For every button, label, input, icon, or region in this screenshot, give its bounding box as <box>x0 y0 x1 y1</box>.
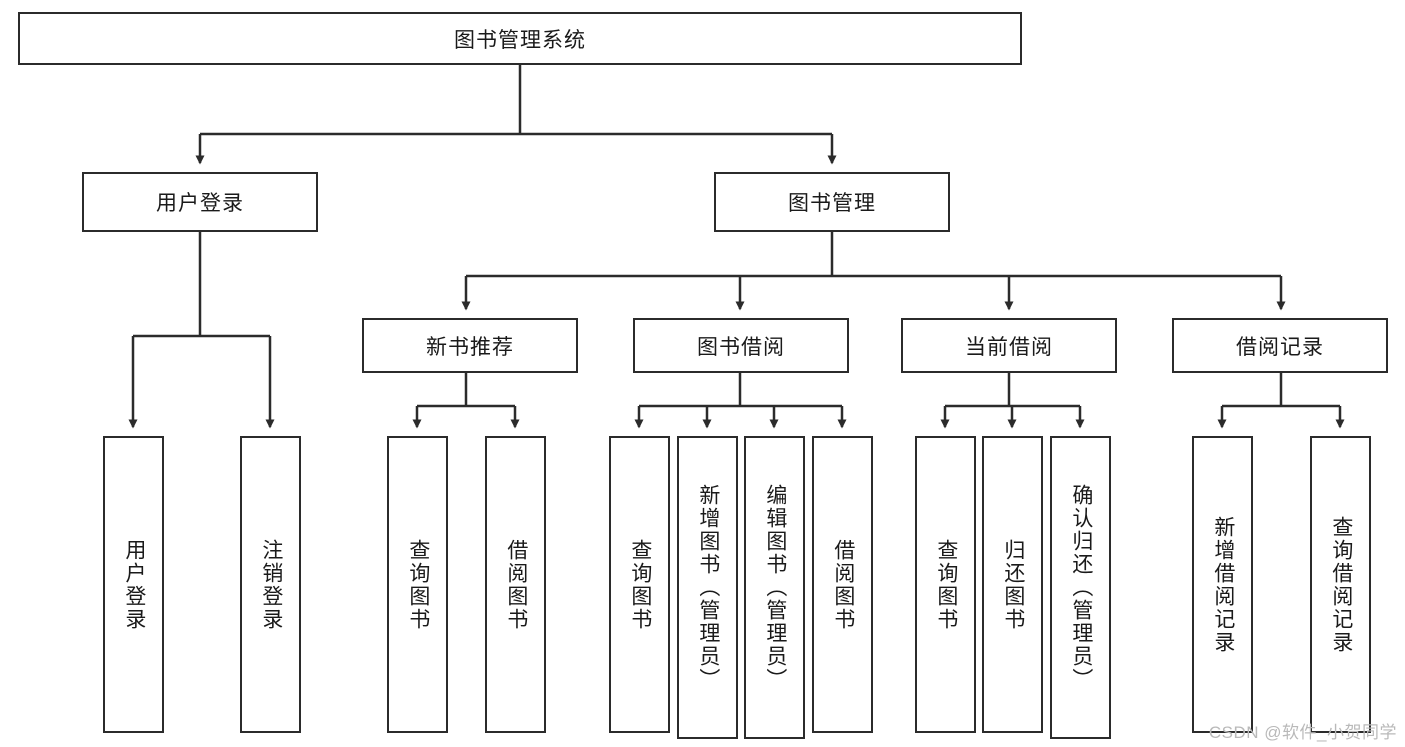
node-borrow-record[interactable]: 借阅记录 <box>1172 318 1388 373</box>
node-label: 用户登录 <box>156 192 244 215</box>
node-label: 新书推荐 <box>426 335 514 359</box>
leaf-user-login-signout[interactable]: 注销登录 <box>240 436 301 733</box>
node-user-login[interactable]: 用户登录 <box>82 172 318 232</box>
node-root-system[interactable]: 图书管理系统 <box>18 12 1022 65</box>
node-label: 确认归还（管理员） <box>1069 484 1093 691</box>
node-label: 归还图书 <box>1001 538 1025 631</box>
node-book-borrow[interactable]: 图书借阅 <box>633 318 849 373</box>
node-label: 图书管理 <box>788 192 876 215</box>
node-label: 新增借阅记录 <box>1211 515 1235 654</box>
leaf-recommend-borrow-book[interactable]: 借阅图书 <box>485 436 546 733</box>
node-label: 注销登录 <box>259 538 283 631</box>
leaf-record-add-record[interactable]: 新增借阅记录 <box>1192 436 1253 733</box>
node-label: 图书借阅 <box>697 335 785 359</box>
node-label: 借阅图书 <box>504 538 528 631</box>
leaf-borrow-borrow-book[interactable]: 借阅图书 <box>812 436 873 733</box>
node-new-book-recommend[interactable]: 新书推荐 <box>362 318 578 373</box>
leaf-borrow-edit-book-admin[interactable]: 编辑图书（管理员） <box>744 436 805 739</box>
node-label: 查询图书 <box>406 538 430 631</box>
leaf-current-return-book[interactable]: 归还图书 <box>982 436 1043 733</box>
leaf-current-confirm-return-admin[interactable]: 确认归还（管理员） <box>1050 436 1111 739</box>
node-label: 新增图书（管理员） <box>696 484 720 691</box>
leaf-borrow-add-book-admin[interactable]: 新增图书（管理员） <box>677 436 738 739</box>
node-label: 查询图书 <box>628 538 652 631</box>
leaf-record-query-record[interactable]: 查询借阅记录 <box>1310 436 1371 733</box>
leaf-current-query-book[interactable]: 查询图书 <box>915 436 976 733</box>
node-label: 编辑图书（管理员） <box>763 484 787 691</box>
node-label: 用户登录 <box>122 538 146 631</box>
node-book-management[interactable]: 图书管理 <box>714 172 950 232</box>
node-label: 借阅图书 <box>831 538 855 631</box>
node-label: 当前借阅 <box>965 335 1053 359</box>
leaf-recommend-query-book[interactable]: 查询图书 <box>387 436 448 733</box>
node-label: 查询借阅记录 <box>1329 515 1353 654</box>
leaf-user-login-signin[interactable]: 用户登录 <box>103 436 164 733</box>
leaf-borrow-query-book[interactable]: 查询图书 <box>609 436 670 733</box>
node-label: 图书管理系统 <box>454 28 586 52</box>
node-current-borrow[interactable]: 当前借阅 <box>901 318 1117 373</box>
node-label: 查询图书 <box>934 538 958 631</box>
node-label: 借阅记录 <box>1236 335 1324 359</box>
